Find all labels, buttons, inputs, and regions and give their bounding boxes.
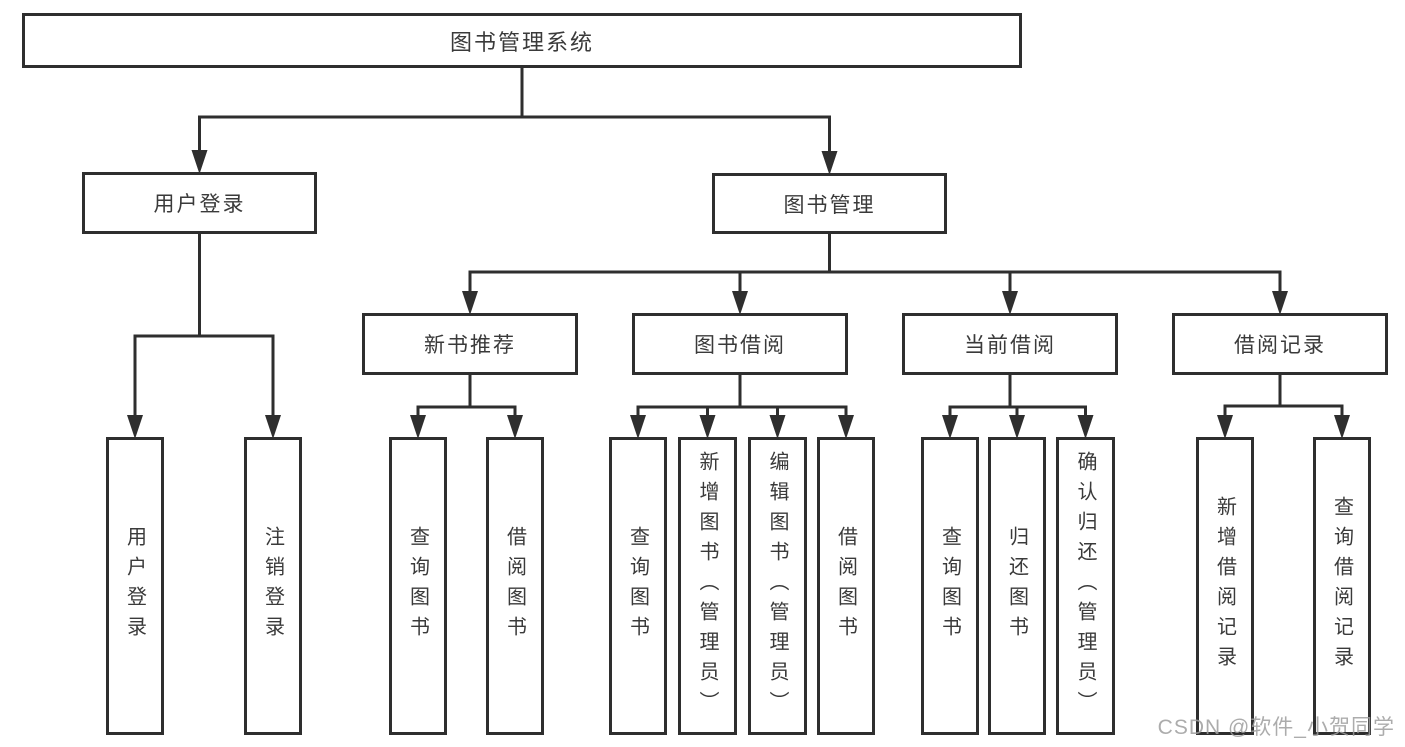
arrowhead-user-login [191,150,208,174]
node-leaf-user-login: 用户登录 [106,437,164,735]
node-label-current-borrow: 当前借阅 [964,334,1056,357]
node-label-leaf-add-record: 新增借阅记录 [1213,496,1236,676]
arrowhead-borrow-record [1272,291,1288,315]
arrowhead-leaf-add-book [699,415,716,439]
node-leaf-borrow-book-new: 借阅图书 [486,437,544,735]
node-label-book-borrow: 图书借阅 [694,334,786,357]
arrowhead-leaf-edit-book [769,415,786,439]
node-label-leaf-confirm-return: 确认归还（管理员） [1074,451,1096,721]
node-label-leaf-borrow-book-2: 借阅图书 [834,526,857,646]
node-label-leaf-query-book-borrow: 查询图书 [626,526,649,646]
arrowhead-leaf-borrow-book-2 [838,415,854,439]
node-leaf-borrow-book-2: 借阅图书 [817,437,875,735]
arrowhead-new-book-rec [462,291,478,315]
node-label-book-mgmt: 图书管理 [783,193,876,217]
node-borrow-record: 借阅记录 [1172,313,1388,375]
node-label-user-login: 用户登录 [153,193,246,216]
node-label-leaf-return-book: 归还图书 [1005,526,1028,646]
node-leaf-query-book-new: 查询图书 [389,437,447,735]
arrowhead-leaf-query-book-current [942,415,958,439]
arrowhead-leaf-query-record [1334,415,1350,439]
node-label-new-book-rec: 新书推荐 [424,334,516,357]
arrowhead-leaf-query-book-borrow [630,415,646,439]
arrowhead-current-borrow [1002,291,1018,315]
node-label-leaf-query-record: 查询借阅记录 [1330,496,1353,676]
node-current-borrow: 当前借阅 [902,313,1118,375]
node-leaf-add-record: 新增借阅记录 [1196,437,1254,735]
node-label-leaf-edit-book: 编辑图书（管理员） [766,451,788,721]
node-label-leaf-logout: 注销登录 [261,526,284,646]
node-label-leaf-add-book: 新增图书（管理员） [696,451,718,721]
node-leaf-add-book: 新增图书（管理员） [678,437,737,735]
arrowhead-leaf-confirm-return [1077,415,1094,439]
arrowhead-leaf-return-book [1009,415,1025,439]
node-leaf-edit-book: 编辑图书（管理员） [748,437,807,735]
node-label-leaf-query-book-new: 查询图书 [406,526,429,646]
node-leaf-query-book-borrow: 查询图书 [609,437,667,735]
node-root: 图书管理系统 [22,13,1022,68]
node-leaf-query-record: 查询借阅记录 [1313,437,1371,735]
node-leaf-confirm-return: 确认归还（管理员） [1056,437,1115,735]
node-label-leaf-borrow-book-new: 借阅图书 [503,526,526,646]
node-label-leaf-query-book-current: 查询图书 [938,526,961,646]
arrowhead-leaf-add-record [1217,415,1233,439]
arrowhead-book-borrow [732,291,748,315]
node-label-root: 图书管理系统 [449,29,594,55]
csdn-watermark: CSDN @软件_小贺同学 [1157,716,1395,739]
arrowhead-book-mgmt [821,151,838,175]
node-label-borrow-record: 借阅记录 [1234,334,1326,357]
node-user-login: 用户登录 [82,172,317,234]
node-book-mgmt: 图书管理 [712,173,947,234]
node-new-book-rec: 新书推荐 [362,313,578,375]
arrowhead-leaf-user-login [127,415,143,439]
node-label-leaf-user-login: 用户登录 [123,526,146,646]
node-leaf-return-book: 归还图书 [988,437,1046,735]
arrowhead-leaf-query-book-new [410,415,426,439]
node-leaf-query-book-current: 查询图书 [921,437,979,735]
node-book-borrow: 图书借阅 [632,313,848,375]
arrowhead-leaf-borrow-book-new [507,415,523,439]
arrowhead-leaf-logout [265,415,281,439]
node-leaf-logout: 注销登录 [244,437,302,735]
